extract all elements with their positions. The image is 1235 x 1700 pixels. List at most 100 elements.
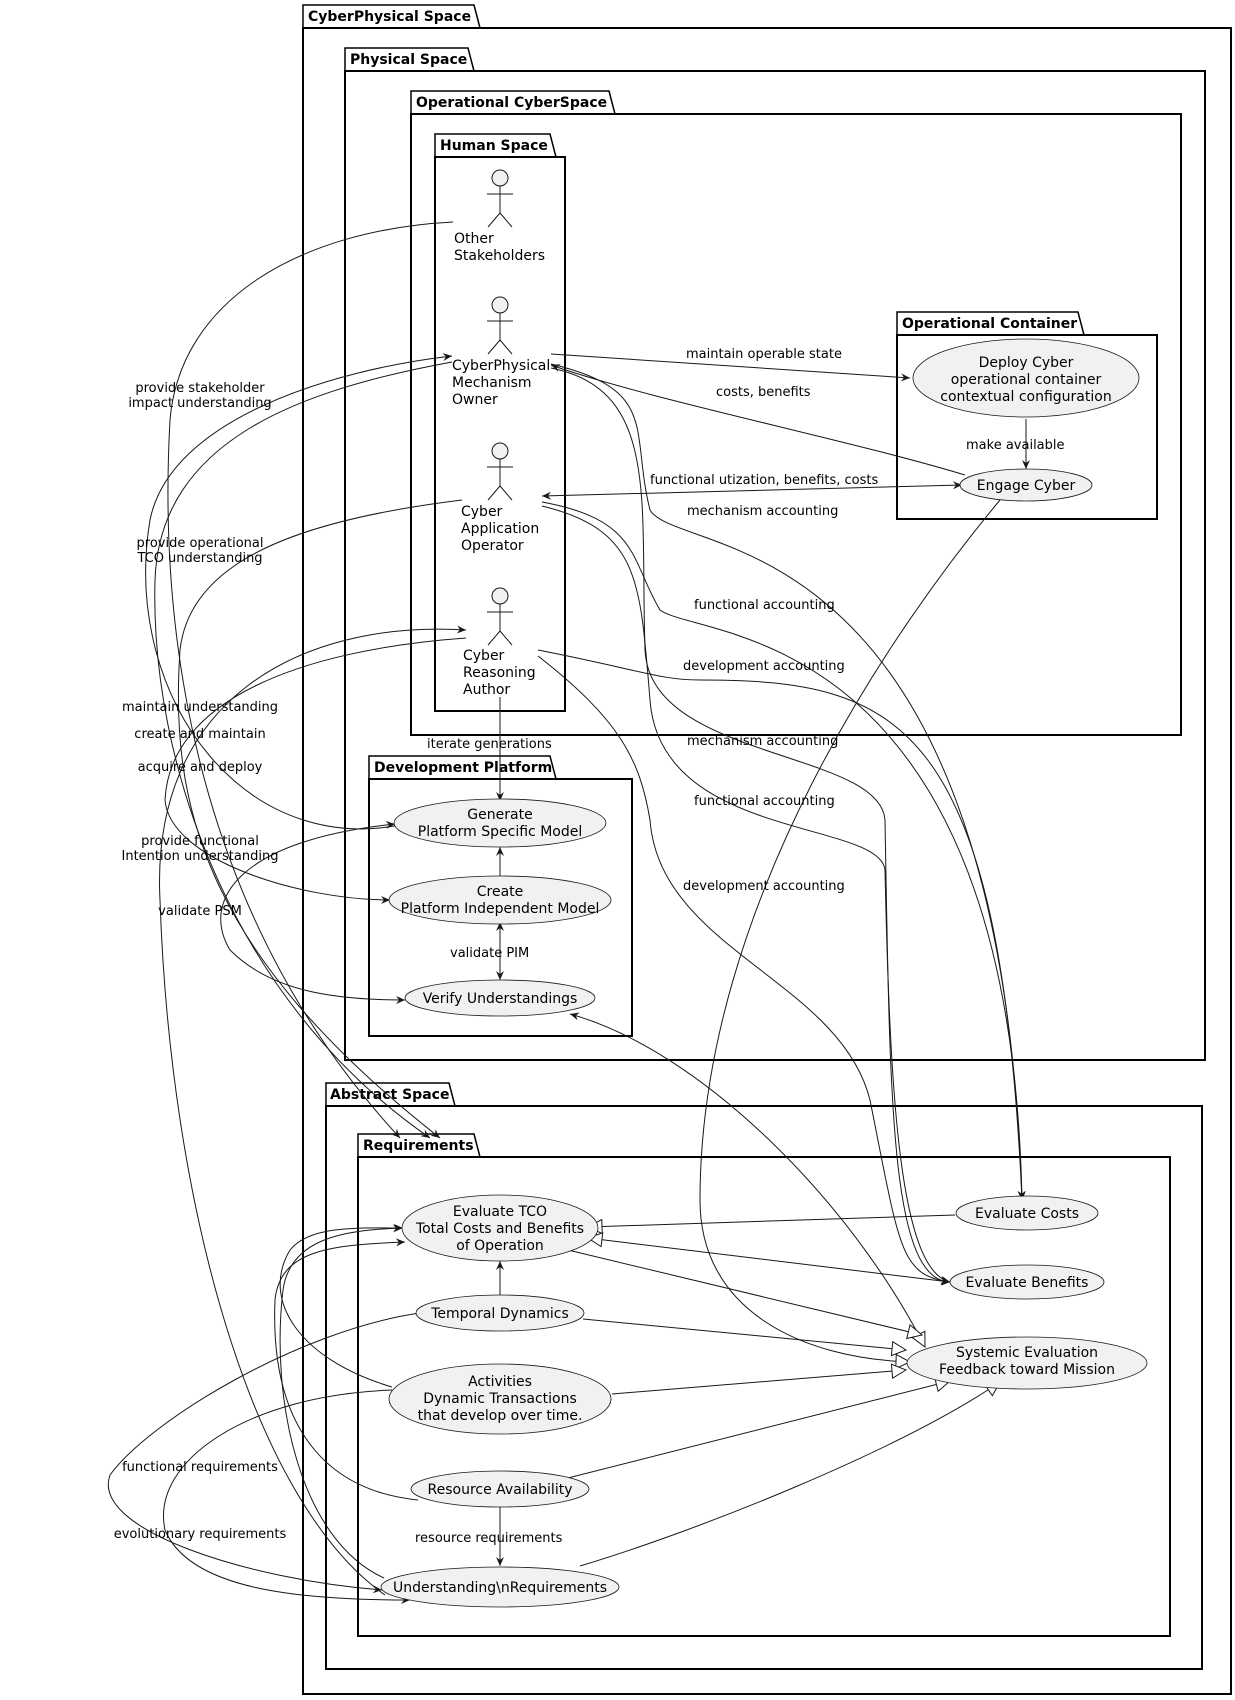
actor-application-operator[interactable]: Cyber Application Operator <box>461 442 539 554</box>
actor-label: Owner <box>452 392 498 408</box>
edge-understanding-systemic <box>579 1382 1000 1567</box>
usecase-evaluate-tco[interactable]: Evaluate TCO Total Costs and Benefits of… <box>401 1194 599 1262</box>
actor-label: Application <box>461 521 539 537</box>
actor-mechanism-owner[interactable]: CyberPhysical Mechanism Owner <box>452 296 550 408</box>
edge-activities-systemic <box>611 1370 906 1395</box>
actor-label: Author <box>463 682 510 698</box>
package-label: Operational Container <box>902 316 1077 332</box>
edge-label: make available <box>966 438 1065 453</box>
usecase-label: Engage Cyber <box>977 478 1076 494</box>
relationship-edges <box>107 221 1030 1604</box>
stick-figure-icon <box>487 296 513 355</box>
usecase-label: contextual configuration <box>940 389 1111 405</box>
edge-label: validate PIM <box>450 946 529 961</box>
usecase-label: Understanding\nRequirements <box>393 1580 607 1596</box>
usecase-label: Generate <box>467 807 532 823</box>
edge-label: Intention understanding <box>122 849 279 864</box>
usecase-deploy-cyber[interactable]: Deploy Cyber operational container conte… <box>912 338 1140 418</box>
edge-label: functional accounting <box>694 598 835 613</box>
usecase-label: Feedback toward Mission <box>939 1362 1115 1378</box>
usecase-resource-availability[interactable]: Resource Availability <box>410 1470 590 1508</box>
stick-figure-icon <box>487 169 513 228</box>
actor-reasoning-author[interactable]: Cyber Reasoning Author <box>463 587 536 698</box>
edge-labels: maintain operable state costs, benefits … <box>114 347 1065 1546</box>
edge-functional-requirements <box>107 1312 421 1594</box>
package-label: Human Space <box>440 138 548 154</box>
edge-label: maintain understanding <box>122 700 278 715</box>
edge-tco-systemic <box>567 1249 922 1335</box>
usecase-label: Temporal Dynamics <box>430 1306 569 1322</box>
edge-development-accounting-1 <box>537 649 1026 1201</box>
edge-label: provide stakeholder <box>135 381 265 396</box>
usecase-evaluate-benefits[interactable]: Evaluate Benefits <box>949 1264 1105 1300</box>
usecase-label: Platform Independent Model <box>401 901 600 917</box>
edge-label: resource requirements <box>415 1531 563 1546</box>
edge-provide-stakeholder <box>167 221 454 1139</box>
edge-label: costs, benefits <box>716 385 811 400</box>
stick-figure-icon <box>487 442 513 501</box>
actor-label: Operator <box>461 538 524 554</box>
usecase-label: Systemic Evaluation <box>956 1345 1098 1361</box>
edge-label: functional requirements <box>122 1460 278 1475</box>
package-label: Requirements <box>363 1138 474 1154</box>
actor-other-stakeholders[interactable]: Other Stakeholders <box>454 169 545 264</box>
edge-resource-tco <box>274 1238 419 1501</box>
edge-label: TCO understanding <box>136 551 262 566</box>
edge-acquire-and-deploy <box>164 637 467 904</box>
actor-label: Stakeholders <box>454 248 545 264</box>
edge-maintain-understanding <box>145 353 453 830</box>
usecase-label: Verify Understandings <box>423 991 578 1007</box>
edge-validate-psm <box>220 820 406 1004</box>
package-cyberphysical-space: Cyber Physical Space <box>302 4 1232 1695</box>
usecase-label: Activities <box>468 1374 532 1390</box>
actor-label: Reasoning <box>463 665 536 681</box>
usecase-label: Evaluate Benefits <box>966 1275 1089 1291</box>
edge-label: mechanism accounting <box>687 504 838 519</box>
usecase-generate-psm[interactable]: Generate Platform Specific Model <box>393 798 607 848</box>
edge-label: create and maintain <box>134 727 265 742</box>
edge-understanding-tco <box>279 1224 403 1579</box>
edge-label: evolutionary requirements <box>114 1527 287 1542</box>
edge-create-and-maintain <box>159 625 467 1596</box>
usecase-label: Evaluate Costs <box>975 1206 1079 1222</box>
usecase-label: of Operation <box>456 1238 544 1254</box>
package-operational-container: Operational Container <box>896 311 1158 520</box>
usecase-label: Total Costs and Benefits <box>415 1221 584 1237</box>
usecase-label: Evaluate TCO <box>453 1204 547 1220</box>
package-label: Physical Space <box>350 52 467 68</box>
package-label: Operational CyberSpace <box>416 95 607 111</box>
usecase-engage-cyber[interactable]: Engage Cyber <box>959 468 1093 502</box>
edge-temporal-systemic <box>582 1318 906 1350</box>
usecase-evaluate-costs[interactable]: Evaluate Costs <box>955 1195 1099 1231</box>
usecase-understanding-requirements[interactable]: Understanding\nRequirements <box>380 1566 620 1608</box>
usecase-create-pim[interactable]: Create Platform Independent Model <box>388 875 612 925</box>
edge-benefits-tco <box>588 1238 951 1282</box>
edge-label: validate PSM <box>158 904 242 919</box>
edge-provide-operational <box>177 499 463 1139</box>
usecase-activities[interactable]: Activities Dynamic Transactions that dev… <box>388 1363 612 1435</box>
stick-figure-icon <box>487 587 513 646</box>
edge-resource-systemic <box>559 1381 950 1481</box>
edge-label: mechanism accounting <box>687 734 838 749</box>
edge-functional-utization <box>541 481 963 500</box>
actor-label: Mechanism <box>452 375 532 391</box>
usecase-label: operational container <box>951 372 1102 388</box>
edge-label: provide operational <box>137 536 264 551</box>
edge-label: development accounting <box>683 659 845 674</box>
edge-label: functional accounting <box>694 794 835 809</box>
usecase-temporal-dynamics[interactable]: Temporal Dynamics <box>415 1294 585 1332</box>
usecase-label: Resource Availability <box>428 1482 573 1498</box>
package-label: CyberPhysical Space <box>308 9 471 25</box>
edge-maintain-operable-state <box>550 353 911 382</box>
edge-costs-tco <box>588 1214 956 1227</box>
edge-label: functional utization, benefits, costs <box>650 473 879 488</box>
usecase-label: Dynamic Transactions <box>423 1391 577 1407</box>
usecase-verify-understandings[interactable]: Verify Understandings <box>404 979 596 1017</box>
actor-label: Cyber <box>461 504 503 520</box>
actor-label: Cyber <box>463 648 505 664</box>
edge-label: maintain operable state <box>686 347 842 362</box>
actor-label: Other <box>454 231 494 247</box>
actor-label: CyberPhysical <box>452 358 550 374</box>
edge-label: iterate generations <box>427 737 552 752</box>
usecase-systemic-evaluation[interactable]: Systemic Evaluation Feedback toward Miss… <box>906 1336 1148 1390</box>
